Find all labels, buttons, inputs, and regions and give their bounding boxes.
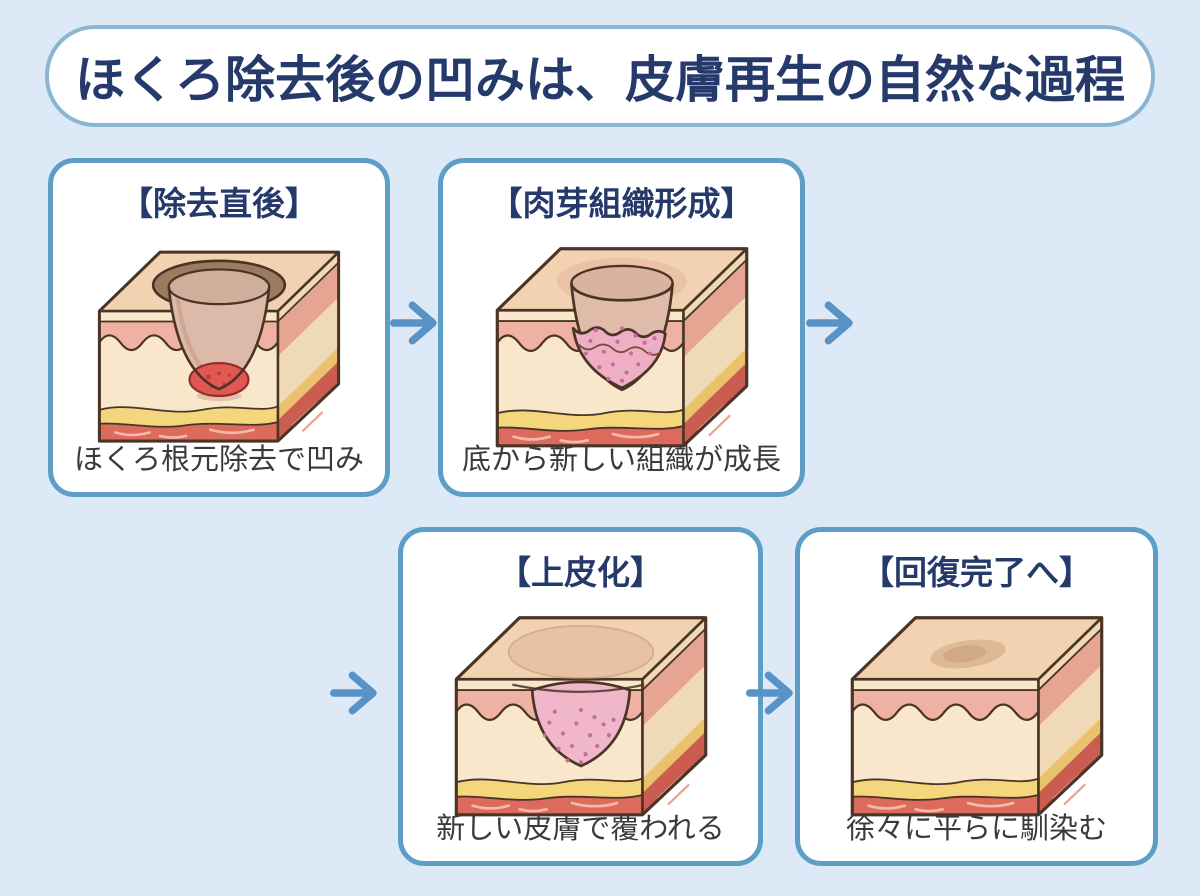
stage-2-heading: 【肉芽組織形成】 <box>489 185 754 222</box>
skin-granulation-illustration-icon <box>495 246 748 447</box>
stage-3-illustration <box>436 594 726 816</box>
arrow-right-icon <box>390 301 437 345</box>
stage-1-heading: 【除去直後】 <box>120 185 318 222</box>
stage-panel-3: 【上皮化】 新しい皮膚で覆われる <box>398 527 763 866</box>
stage-1-illustration <box>80 225 358 443</box>
arrow-right-icon <box>806 301 853 345</box>
stage-4-heading: 【回復完了へ】 <box>861 554 1092 591</box>
stage-panel-4: 【回復完了へ】 徐々に平らに馴染む <box>795 527 1158 866</box>
flow-arrow-3 <box>330 668 386 718</box>
flow-arrow-2 <box>806 298 862 348</box>
stage-1-caption: ほくろ根元除去で凹み <box>73 444 364 476</box>
flow-arrow-4 <box>746 668 802 718</box>
stage-4-caption: 徐々に平らに馴染む <box>845 813 1107 845</box>
arrow-right-icon <box>330 671 377 715</box>
skin-epithelium-illustration-icon <box>454 615 707 816</box>
skin-crater-illustration-icon <box>97 250 341 443</box>
stage-2-caption: 底から新しい組織が成長 <box>461 444 781 476</box>
skin-healed-illustration-icon <box>850 615 1103 816</box>
stage-panel-1: 【除去直後】 ほくろ根元除去で凹み <box>48 158 390 497</box>
stage-2-illustration <box>477 225 767 447</box>
title-banner: ほくろ除去後の凹みは、皮膚再生の自然な過程 <box>45 25 1155 127</box>
arrow-right-icon <box>746 671 793 715</box>
stage-3-heading: 【上皮化】 <box>498 554 663 591</box>
flow-arrow-1 <box>390 298 446 348</box>
stage-3-caption: 新しい皮膚で覆われる <box>436 813 725 845</box>
stage-4-illustration <box>832 594 1122 816</box>
page-title: ほくろ除去後の凹みは、皮膚再生の自然な過程 <box>75 52 1125 108</box>
stage-panel-2: 【肉芽組織形成】 底から新しい組織が成長 <box>438 158 805 497</box>
